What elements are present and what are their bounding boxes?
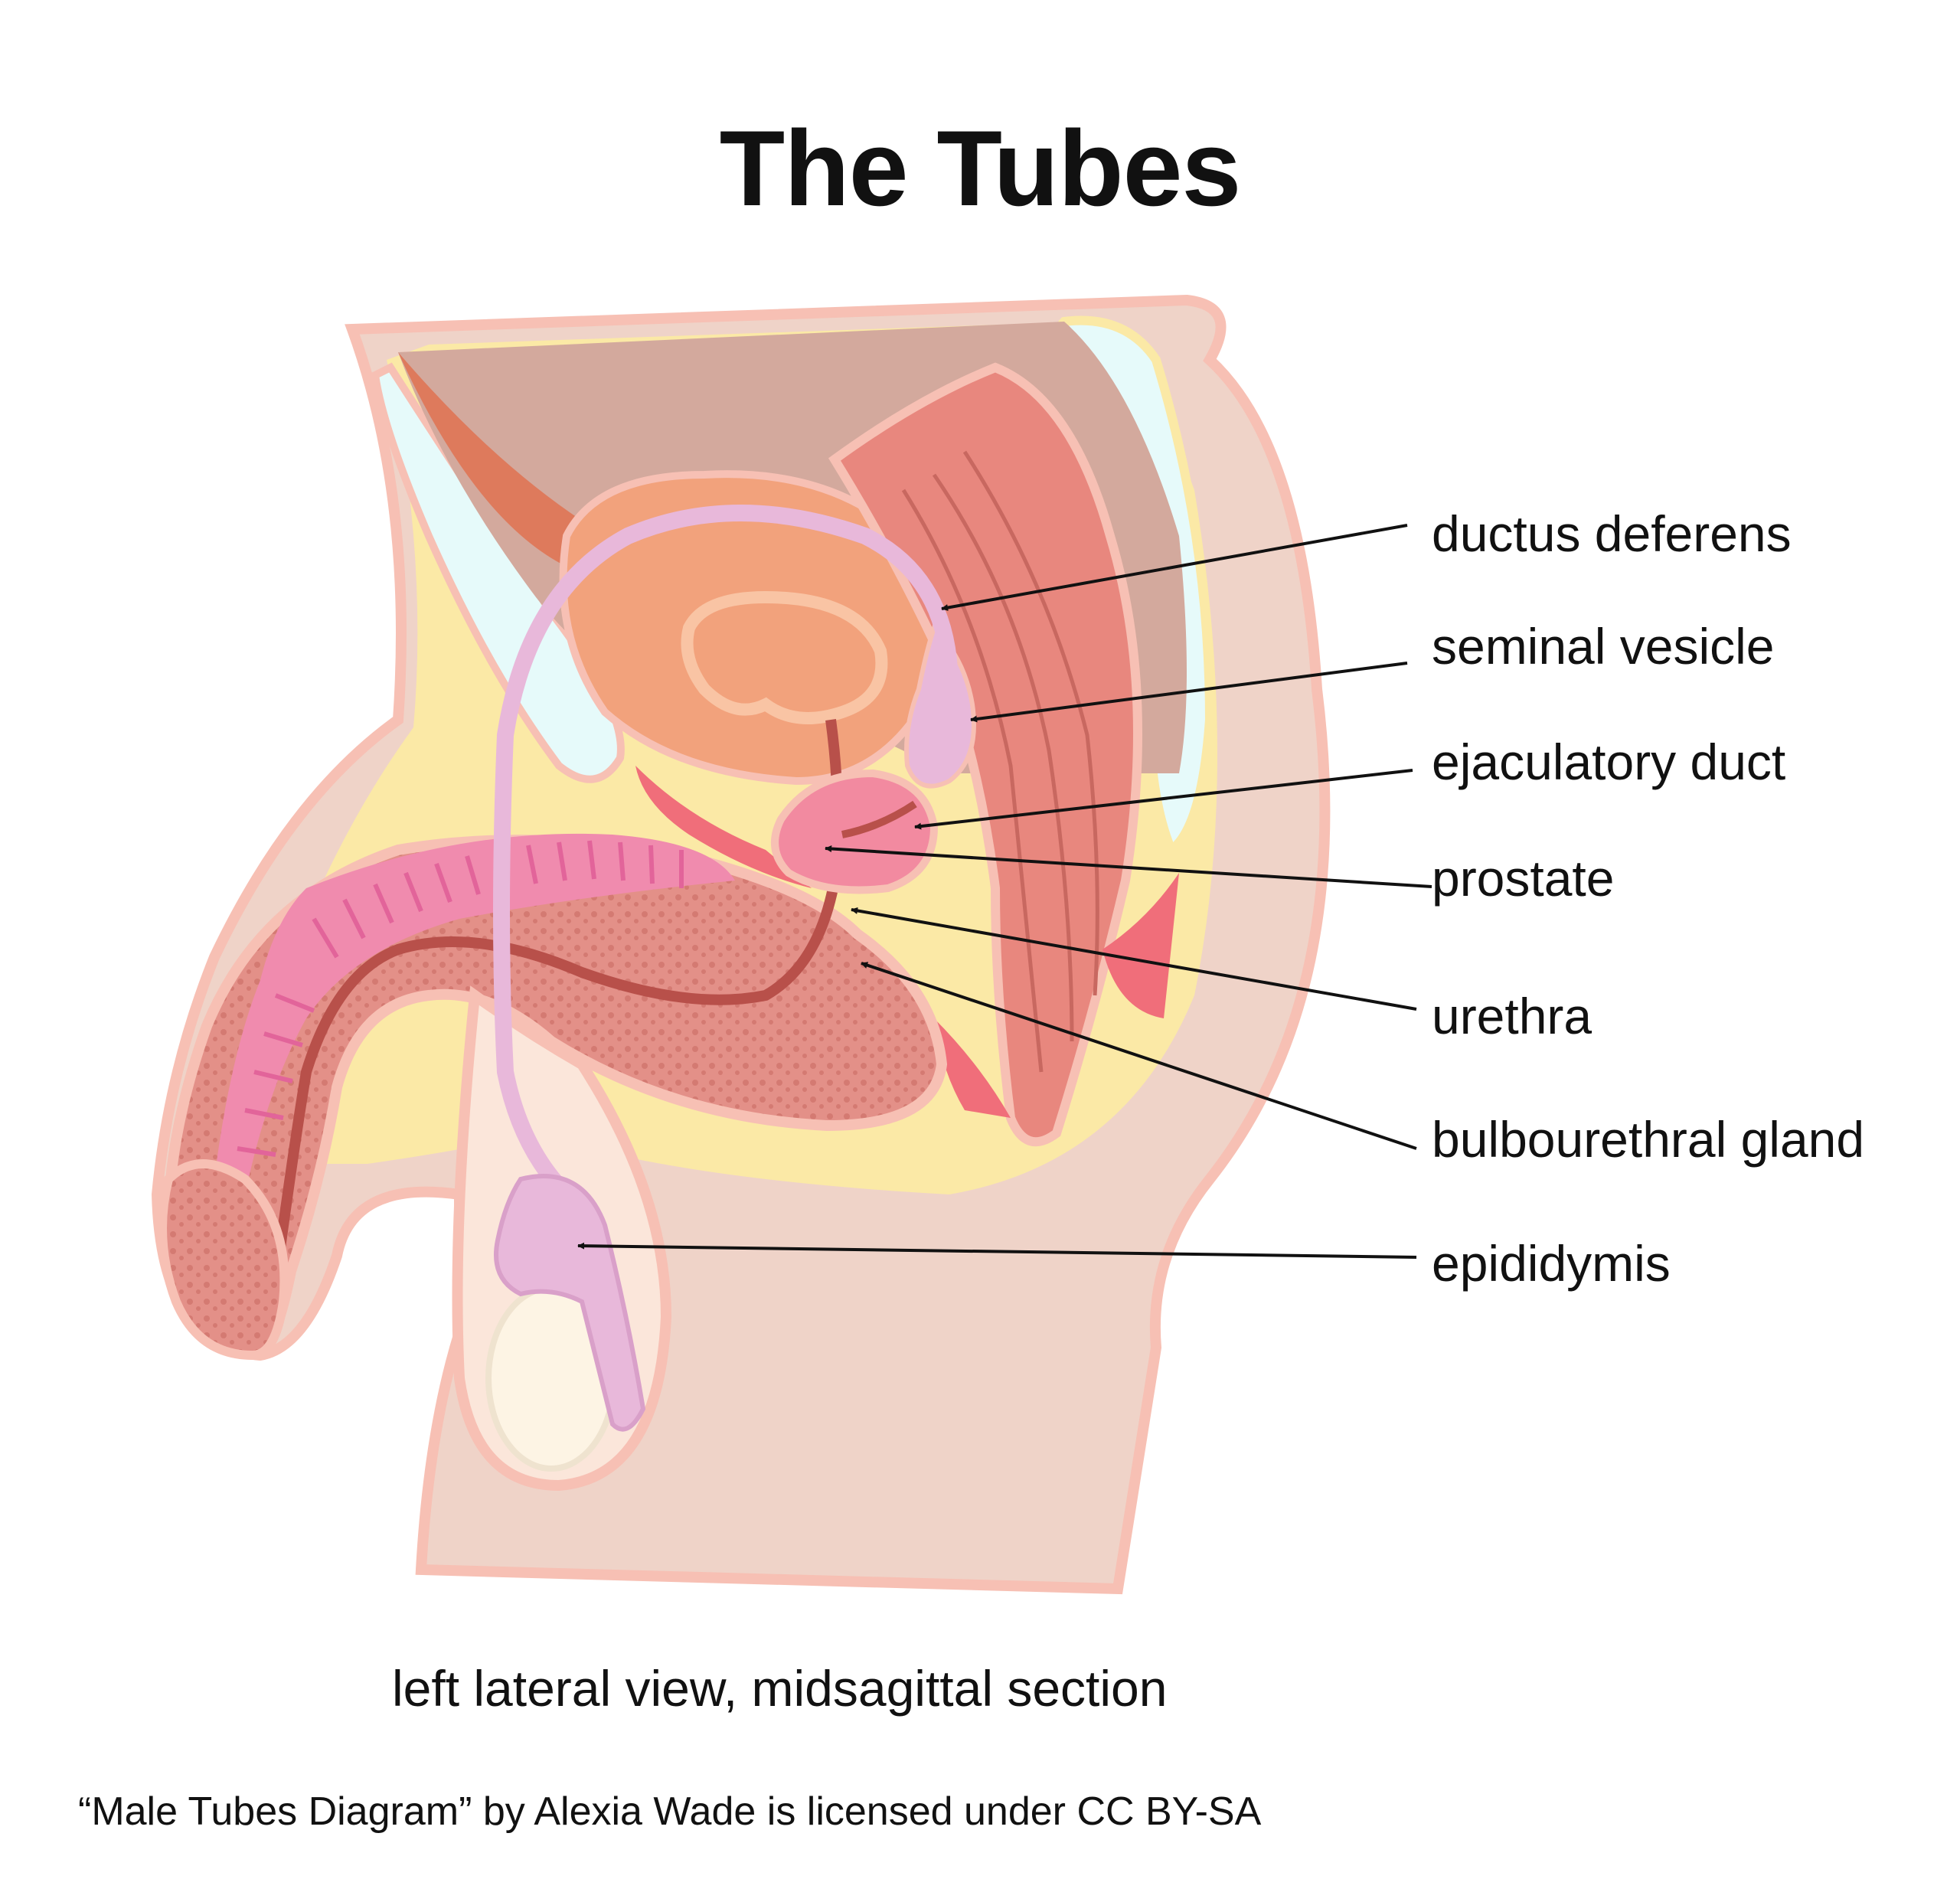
glans: [158, 1159, 289, 1361]
arrow-prostate: [825, 845, 1432, 888]
bladder-lumen: [681, 590, 888, 724]
label-epididymis: epididymis: [1432, 1235, 1671, 1292]
ejaculatory-duct-tube: [841, 800, 917, 838]
corpus-cavernosum: [214, 833, 735, 1194]
arrow-ejaculatory-duct: [914, 769, 1413, 830]
label-prostate: prostate: [1432, 850, 1615, 907]
ductus-deferens-tube: [493, 505, 959, 1203]
label-bulbourethral-gland: bulbourethral gland: [1432, 1111, 1865, 1168]
arrow-seminal-vesicle: [970, 662, 1408, 723]
pelvic-floor: [635, 766, 812, 888]
leader-lines: [577, 524, 1432, 1259]
arrow-urethra: [851, 907, 1417, 1011]
rectum-folds: [901, 450, 1099, 1073]
label-urethra: urethra: [1432, 988, 1592, 1044]
label-ductus-deferens: ductus deferens: [1432, 505, 1792, 562]
arrow-epididymis: [577, 1242, 1417, 1259]
attribution: “Male Tubes Diagram” by Alexia Wade is l…: [78, 1789, 1262, 1834]
epididymis-structure: [494, 1174, 646, 1432]
abdominal-wall: [398, 352, 735, 570]
arrow-ductus-deferens: [941, 524, 1408, 612]
label-ejaculatory-duct: ejaculatory duct: [1432, 734, 1786, 790]
view-caption: left lateral view, midsagittal section: [392, 1660, 1168, 1717]
diagram-title: The Tubes: [719, 108, 1242, 228]
pelvic-floor-2: [934, 873, 1179, 1118]
label-seminal-vesicle: seminal vesicle: [1432, 618, 1775, 675]
arrow-bulbourethral-gland: [861, 962, 1417, 1150]
